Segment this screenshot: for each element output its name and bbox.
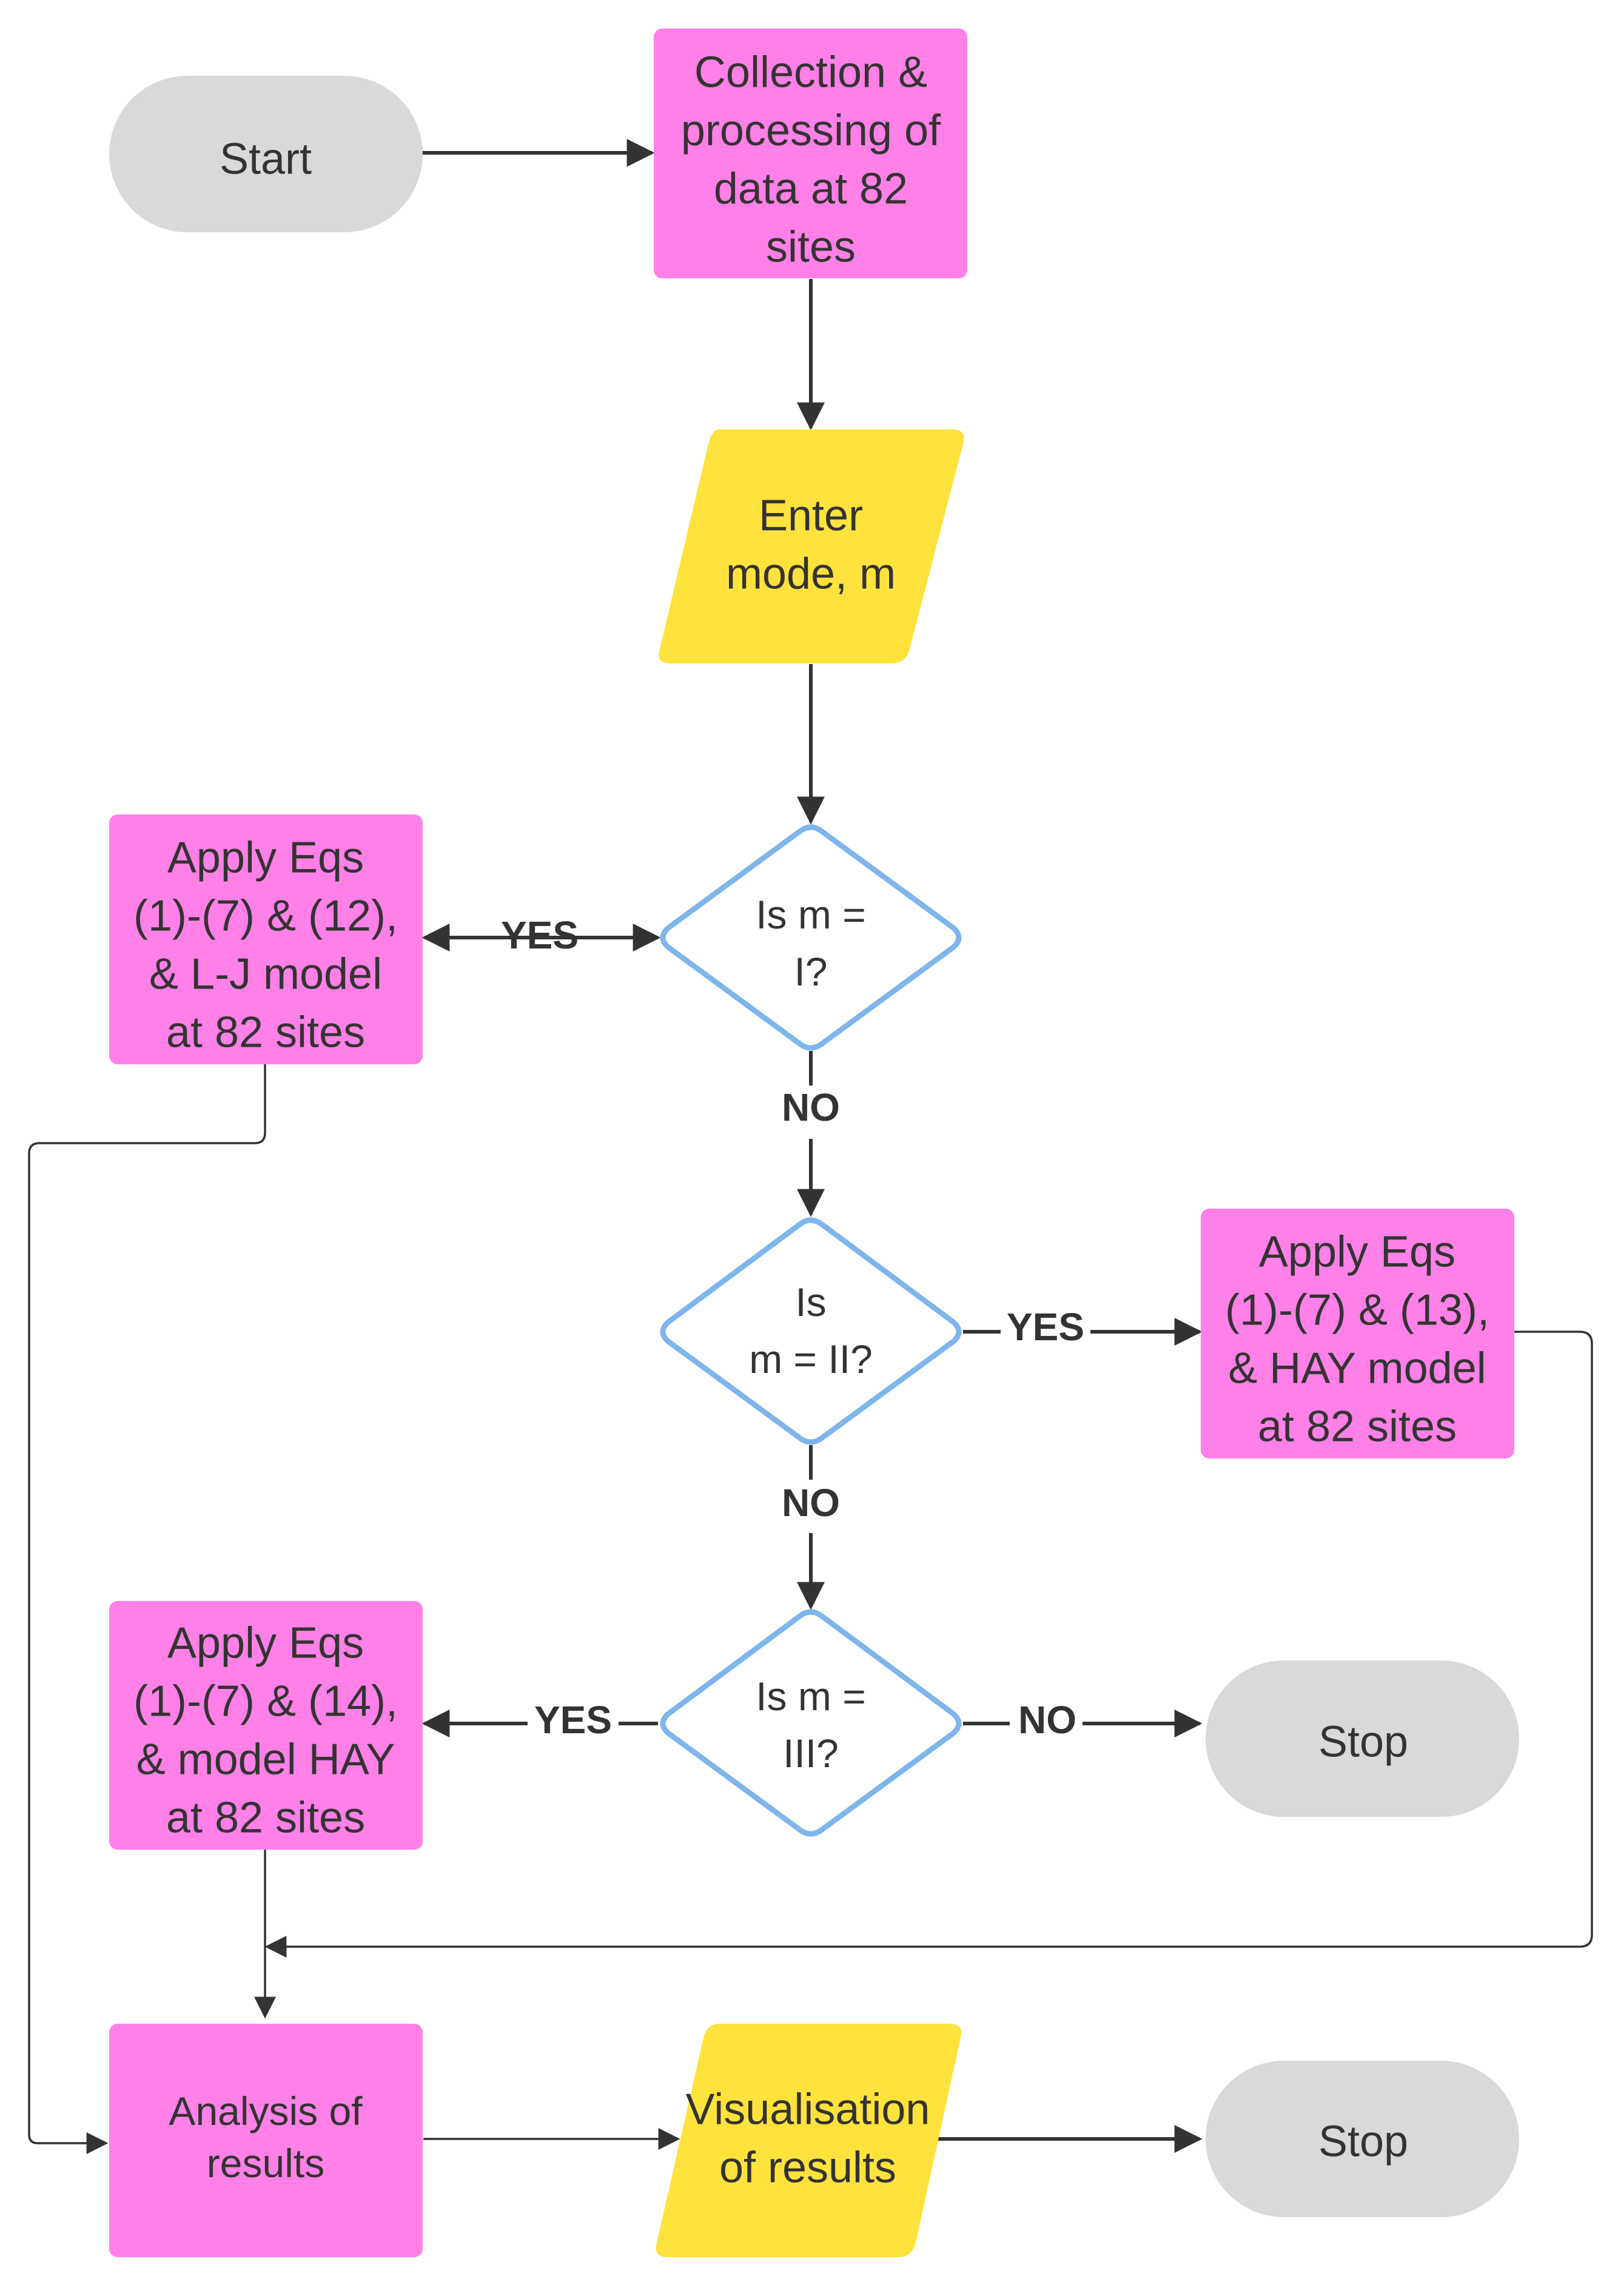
- node-label-line: Visualisation: [686, 2086, 930, 2134]
- node-apply2: Apply Eqs (1)-(7) & (13), & HAY model at 82…: [1201, 1209, 1514, 1458]
- node-analysis: Analysis of results: [109, 2024, 423, 2257]
- node-label-line: processing of: [681, 107, 941, 155]
- decision-shape: [660, 1609, 962, 1837]
- decision-shape: [660, 824, 962, 1051]
- terminal-shape: [109, 76, 423, 232]
- node-apply3: Apply Eqs (1)-(7) & (14), & model HAY at 82…: [109, 1601, 423, 1850]
- node-start-label: Start: [220, 135, 312, 184]
- label-decision2-no: NO: [782, 1481, 840, 1525]
- node-stop2-label: Stop: [1318, 2118, 1408, 2166]
- node-apply3-label: Apply Eqs (1)-(7) & (14), & model HAY at 82…: [133, 1619, 398, 1842]
- node-label-line: at 82 sites: [1258, 1403, 1457, 1451]
- node-label-line: Stop: [1318, 1718, 1408, 1767]
- node-label-line: at 82 sites: [166, 1794, 365, 1842]
- node-label-line: sites: [766, 223, 856, 272]
- terminal-shape: [1206, 2061, 1519, 2217]
- node-label-line: & model HAY: [136, 1736, 395, 1784]
- process-shape: [1201, 1209, 1514, 1458]
- terminal-shape: [1206, 1660, 1519, 1817]
- node-label-line: & L-J model: [149, 950, 382, 999]
- label-decision1-no: NO: [782, 1086, 840, 1129]
- node-apply1-label: Apply Eqs (1)-(7) & (12), & L-J model at 82…: [133, 834, 398, 1057]
- io-shape: [656, 2024, 962, 2257]
- node-visualisation-label: Visualisation of results: [686, 2086, 930, 2192]
- node-label-line: Is m =: [756, 1674, 866, 1719]
- process-shape: [109, 1601, 423, 1850]
- process-shape: [109, 814, 423, 1064]
- node-visualisation: Visualisation of results: [656, 2024, 962, 2257]
- label-decision3-no: NO: [1018, 1698, 1076, 1742]
- node-label-line: Apply Eqs: [167, 1619, 364, 1668]
- edge-apply2-to-merge: [264, 1331, 1593, 1958]
- node-apply2-label: Apply Eqs (1)-(7) & (13), & HAY model at 82…: [1225, 1228, 1489, 1451]
- node-decision3-label: Is m = III?: [756, 1674, 866, 1776]
- node-label-line: Stop: [1318, 2118, 1408, 2166]
- label-decision2-yes: YES: [1007, 1305, 1084, 1349]
- node-collection-label: Collection & processing of data at 82 sites: [681, 49, 941, 272]
- node-label-line: Apply Eqs: [1259, 1228, 1455, 1277]
- node-analysis-label: Analysis of results: [169, 2089, 363, 2186]
- node-label-line: Is m =: [756, 892, 866, 937]
- node-label-line: Is: [795, 1280, 826, 1324]
- node-label-line: (1)-(7) & (14),: [133, 1677, 398, 1726]
- node-label-line: mode, m: [726, 550, 896, 599]
- node-label-line: (1)-(7) & (12),: [133, 892, 398, 941]
- node-decision2: Is m = II?: [660, 1217, 962, 1445]
- node-stop1: Stop: [1206, 1660, 1519, 1817]
- edge-labels: YES NO YES NO YES NO: [501, 913, 1084, 1742]
- connectors: [28, 139, 1593, 2154]
- node-decision2-label: Is m = II?: [749, 1280, 873, 1381]
- decision-shape: [660, 1217, 962, 1445]
- node-label-line: of results: [719, 2144, 896, 2192]
- label-decision3-yes: YES: [534, 1698, 612, 1742]
- node-apply1: Apply Eqs (1)-(7) & (12), & L-J model at 82…: [109, 814, 423, 1064]
- node-label-line: results: [207, 2141, 324, 2186]
- node-decision1: Is m = I?: [660, 824, 962, 1051]
- node-label-line: III?: [783, 1731, 839, 1776]
- node-label-line: Analysis of: [169, 2089, 363, 2133]
- node-label-line: & HAY model: [1228, 1344, 1486, 1393]
- node-label-line: I?: [794, 949, 827, 994]
- node-enter-mode-label: Enter mode, m: [726, 492, 896, 599]
- process-shape: [654, 29, 967, 278]
- node-decision3: Is m = III?: [660, 1609, 962, 1837]
- node-decision1-label: Is m = I?: [756, 892, 866, 994]
- node-label-line: Start: [220, 135, 312, 184]
- node-label-line: Collection &: [694, 49, 927, 97]
- node-label-line: Apply Eqs: [167, 834, 364, 882]
- node-stop2: Stop: [1206, 2061, 1519, 2217]
- node-label-line: m = II?: [749, 1337, 873, 1381]
- node-label-line: data at 82: [714, 165, 908, 213]
- node-collection: Collection & processing of data at 82 sites: [654, 29, 967, 278]
- process-shape: [109, 2024, 423, 2257]
- node-enter-mode: Enter mode, m: [659, 429, 964, 663]
- label-decision1-yes: YES: [501, 913, 579, 957]
- edge-apply1-to-analysis: [28, 1064, 266, 2154]
- node-stop1-label: Stop: [1318, 1718, 1408, 1767]
- node-start: Start: [109, 76, 423, 232]
- io-shape: [659, 429, 964, 663]
- node-label-line: at 82 sites: [166, 1009, 365, 1057]
- node-label-line: (1)-(7) & (13),: [1225, 1286, 1489, 1335]
- node-label-line: Enter: [759, 492, 863, 540]
